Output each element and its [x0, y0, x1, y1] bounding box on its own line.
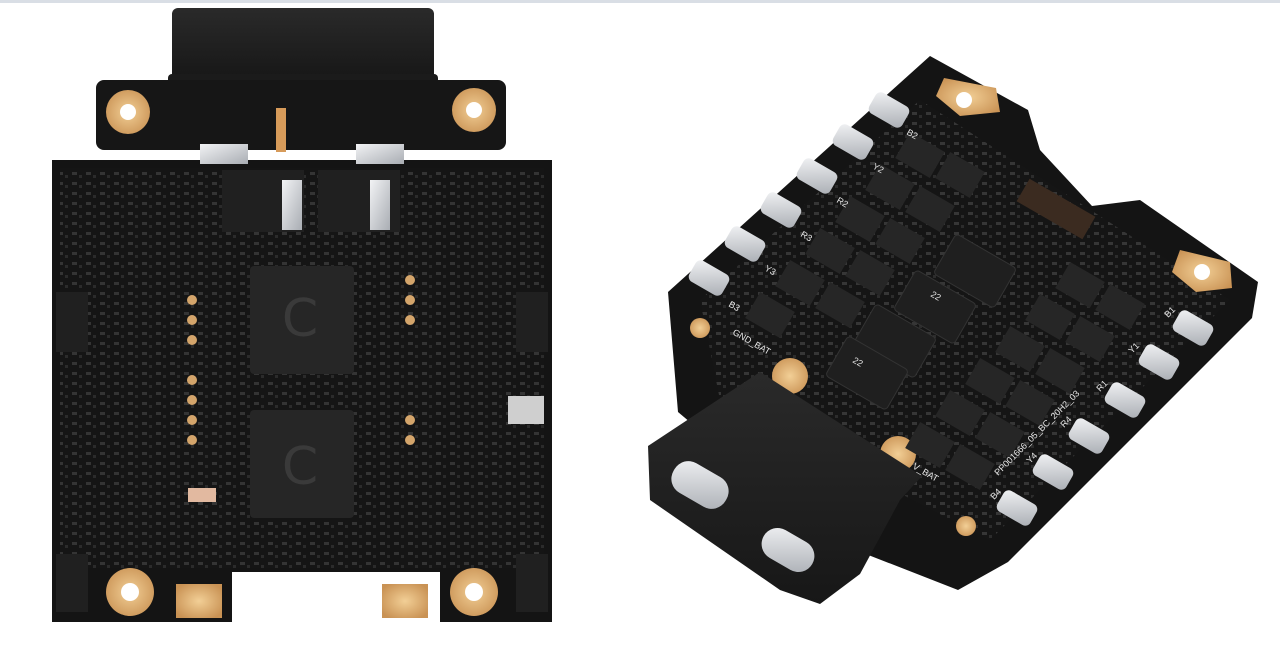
- top-border: [0, 0, 1280, 3]
- solder-pad: [382, 584, 428, 618]
- chip-code: 22: [851, 355, 865, 369]
- left-connector: [172, 8, 434, 80]
- pad-label: B3: [727, 299, 742, 313]
- right-board: 22 22 GND_BAT V_BAT PP001666_05_BC_20H2_…: [648, 56, 1258, 604]
- chip: [250, 410, 354, 518]
- right-connector: [648, 372, 922, 604]
- pad-label: B2: [905, 127, 920, 141]
- left-board: C C: [52, 8, 552, 622]
- pad-label: Y2: [871, 161, 886, 175]
- pad-label: Y3: [763, 263, 778, 277]
- svg-text:C: C: [282, 289, 318, 349]
- solder-pad: [176, 584, 222, 618]
- chip: [826, 336, 908, 410]
- pad-label: R3: [799, 229, 814, 243]
- svg-text:C: C: [282, 437, 318, 497]
- gnd-pad: [772, 358, 808, 394]
- chip-code: 22: [929, 289, 943, 303]
- chip: [934, 234, 1016, 308]
- chip: [894, 270, 976, 344]
- chip: [250, 266, 354, 374]
- pad-label: R2: [835, 195, 850, 209]
